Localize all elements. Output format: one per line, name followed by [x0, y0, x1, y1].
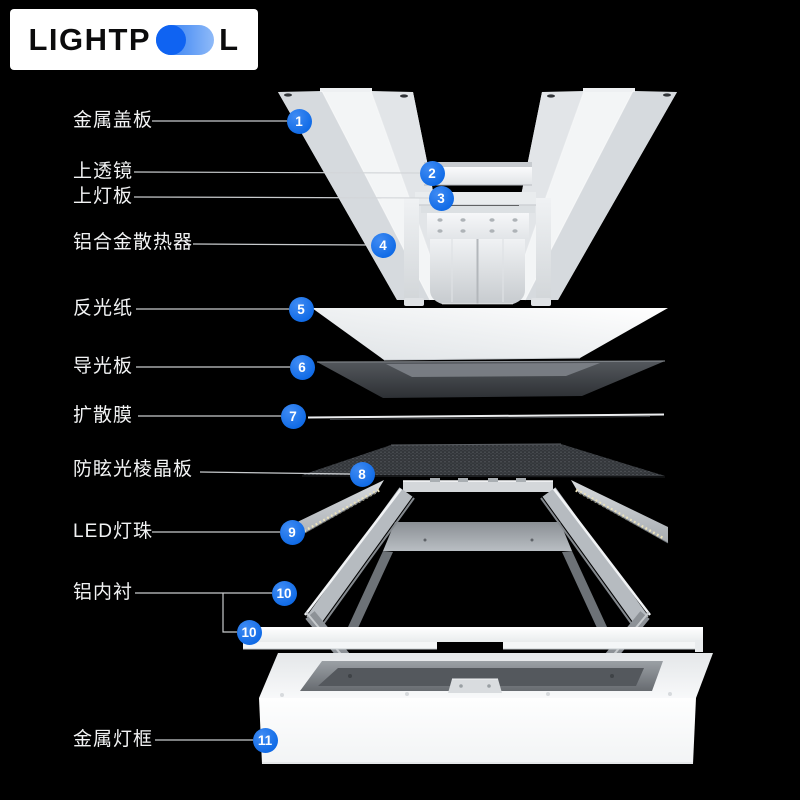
- marker-6: 6: [289, 354, 315, 380]
- part-label-8: 防眩光棱晶板: [73, 459, 194, 480]
- reflective-sheet: [312, 308, 668, 361]
- marker-5: 5: [288, 296, 314, 322]
- marker-2: 2: [419, 160, 445, 186]
- prism-plate: [301, 443, 666, 478]
- marker-1: 1: [286, 108, 312, 134]
- part-label-1: 金属盖板: [73, 110, 154, 131]
- liner-front-bar: [243, 627, 703, 652]
- part-label-10: 铝内衬: [73, 582, 134, 603]
- part-label-5: 反光纸: [73, 298, 134, 319]
- part-label-4: 铝合金散热器: [73, 232, 194, 253]
- marker-4: 4: [370, 232, 396, 258]
- part-label-9: LED灯珠: [73, 521, 153, 542]
- part-label-7: 扩散膜: [73, 405, 134, 426]
- part-label-6: 导光板: [73, 356, 134, 377]
- logo-text-suffix: L: [219, 22, 240, 57]
- light-guide-plate: [316, 360, 666, 398]
- leader-lines: [133, 120, 430, 741]
- logo-double-o-icon: [156, 24, 215, 55]
- diffuser-film: [307, 413, 665, 420]
- marker-3: 3: [428, 185, 454, 211]
- marker-7: 7: [280, 403, 306, 429]
- brand-logo: LIGHTP L: [10, 9, 258, 70]
- upper-lens: [424, 162, 532, 186]
- part-label-2: 上透镜: [73, 161, 134, 182]
- marker-10b: 10: [236, 619, 262, 645]
- part-label-3: 上灯板: [73, 186, 134, 207]
- lamp-frame: [259, 653, 713, 764]
- liner-frame: [304, 487, 651, 628]
- heatsink: [404, 198, 551, 306]
- part-label-11: 金属灯框: [73, 729, 154, 750]
- marker-10: 10: [271, 580, 297, 606]
- marker-9: 9: [279, 519, 305, 545]
- liner-far-rail: [403, 478, 553, 492]
- marker-8: 8: [349, 461, 375, 487]
- logo-text-prefix: LIGHTP: [28, 22, 152, 57]
- marker-11: 11: [252, 727, 278, 753]
- led-strip-right: [571, 480, 669, 544]
